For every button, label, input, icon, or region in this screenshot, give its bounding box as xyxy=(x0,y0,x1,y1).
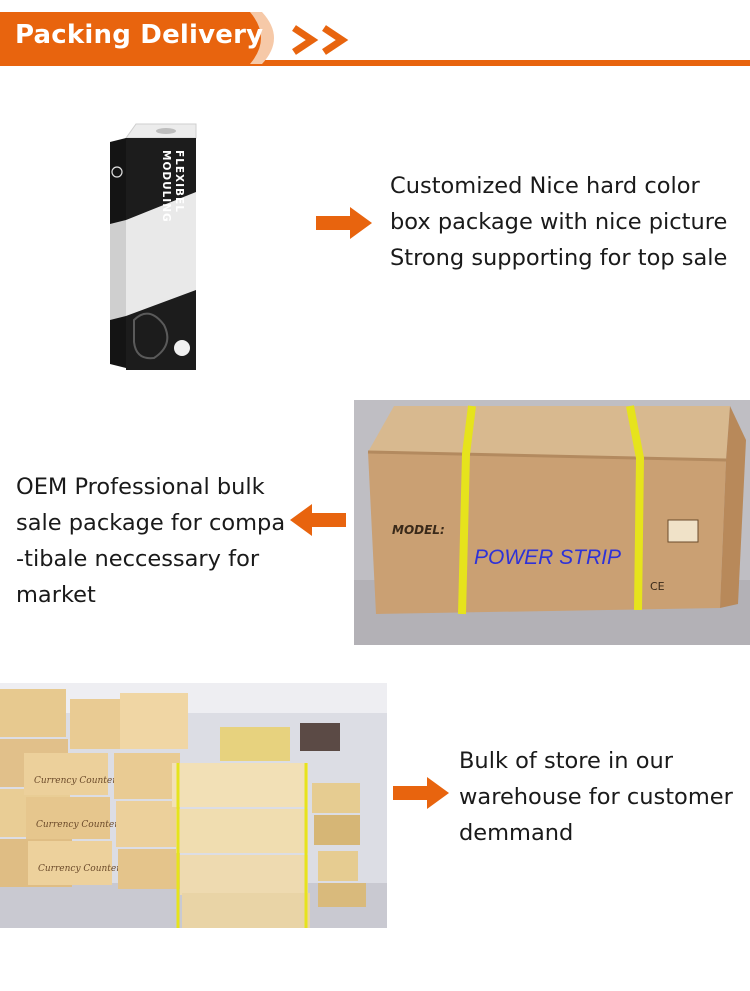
section-1-description: Customized Nice hard color box package w… xyxy=(390,173,728,271)
arrow-right-icon xyxy=(393,777,449,809)
svg-text:MODULING: MODULING xyxy=(160,150,172,223)
section-2-description: OEM Professional bulk sale package for c… xyxy=(16,474,286,608)
svg-text:Currency Counter: Currency Counter xyxy=(34,776,117,786)
header-tab-shape xyxy=(0,12,274,64)
box-title-line-2: MODULING xyxy=(160,150,172,223)
arrow-left-icon xyxy=(290,504,346,536)
page-title: Packing Delivery xyxy=(15,20,264,50)
warehouse-stock-photo: Currency Counter Currency Counter Curren… xyxy=(0,683,387,928)
double-chevron-right-icon xyxy=(292,25,349,55)
svg-text:Currency Counter: Currency Counter xyxy=(36,820,119,830)
svg-text:POWER STRIP: POWER STRIP xyxy=(474,546,621,569)
header-underline xyxy=(0,60,750,66)
svg-text:CE: CE xyxy=(650,580,665,593)
retail-color-box-image: FLEXIBEL MODULING xyxy=(110,123,197,370)
svg-text:MODEL:: MODEL: xyxy=(392,523,445,537)
section-header: Packing Delivery xyxy=(0,0,750,70)
svg-text:Currency Counter: Currency Counter xyxy=(38,864,121,874)
arrow-right-icon xyxy=(316,207,372,239)
svg-text:FLEXIBEL: FLEXIBEL xyxy=(173,150,185,213)
box-title-line-1: FLEXIBEL xyxy=(173,150,185,213)
section-3-description: Bulk of store in our warehouse for custo… xyxy=(459,748,733,846)
carton-box-photo: MODEL: POWER STRIP CE xyxy=(354,400,750,645)
